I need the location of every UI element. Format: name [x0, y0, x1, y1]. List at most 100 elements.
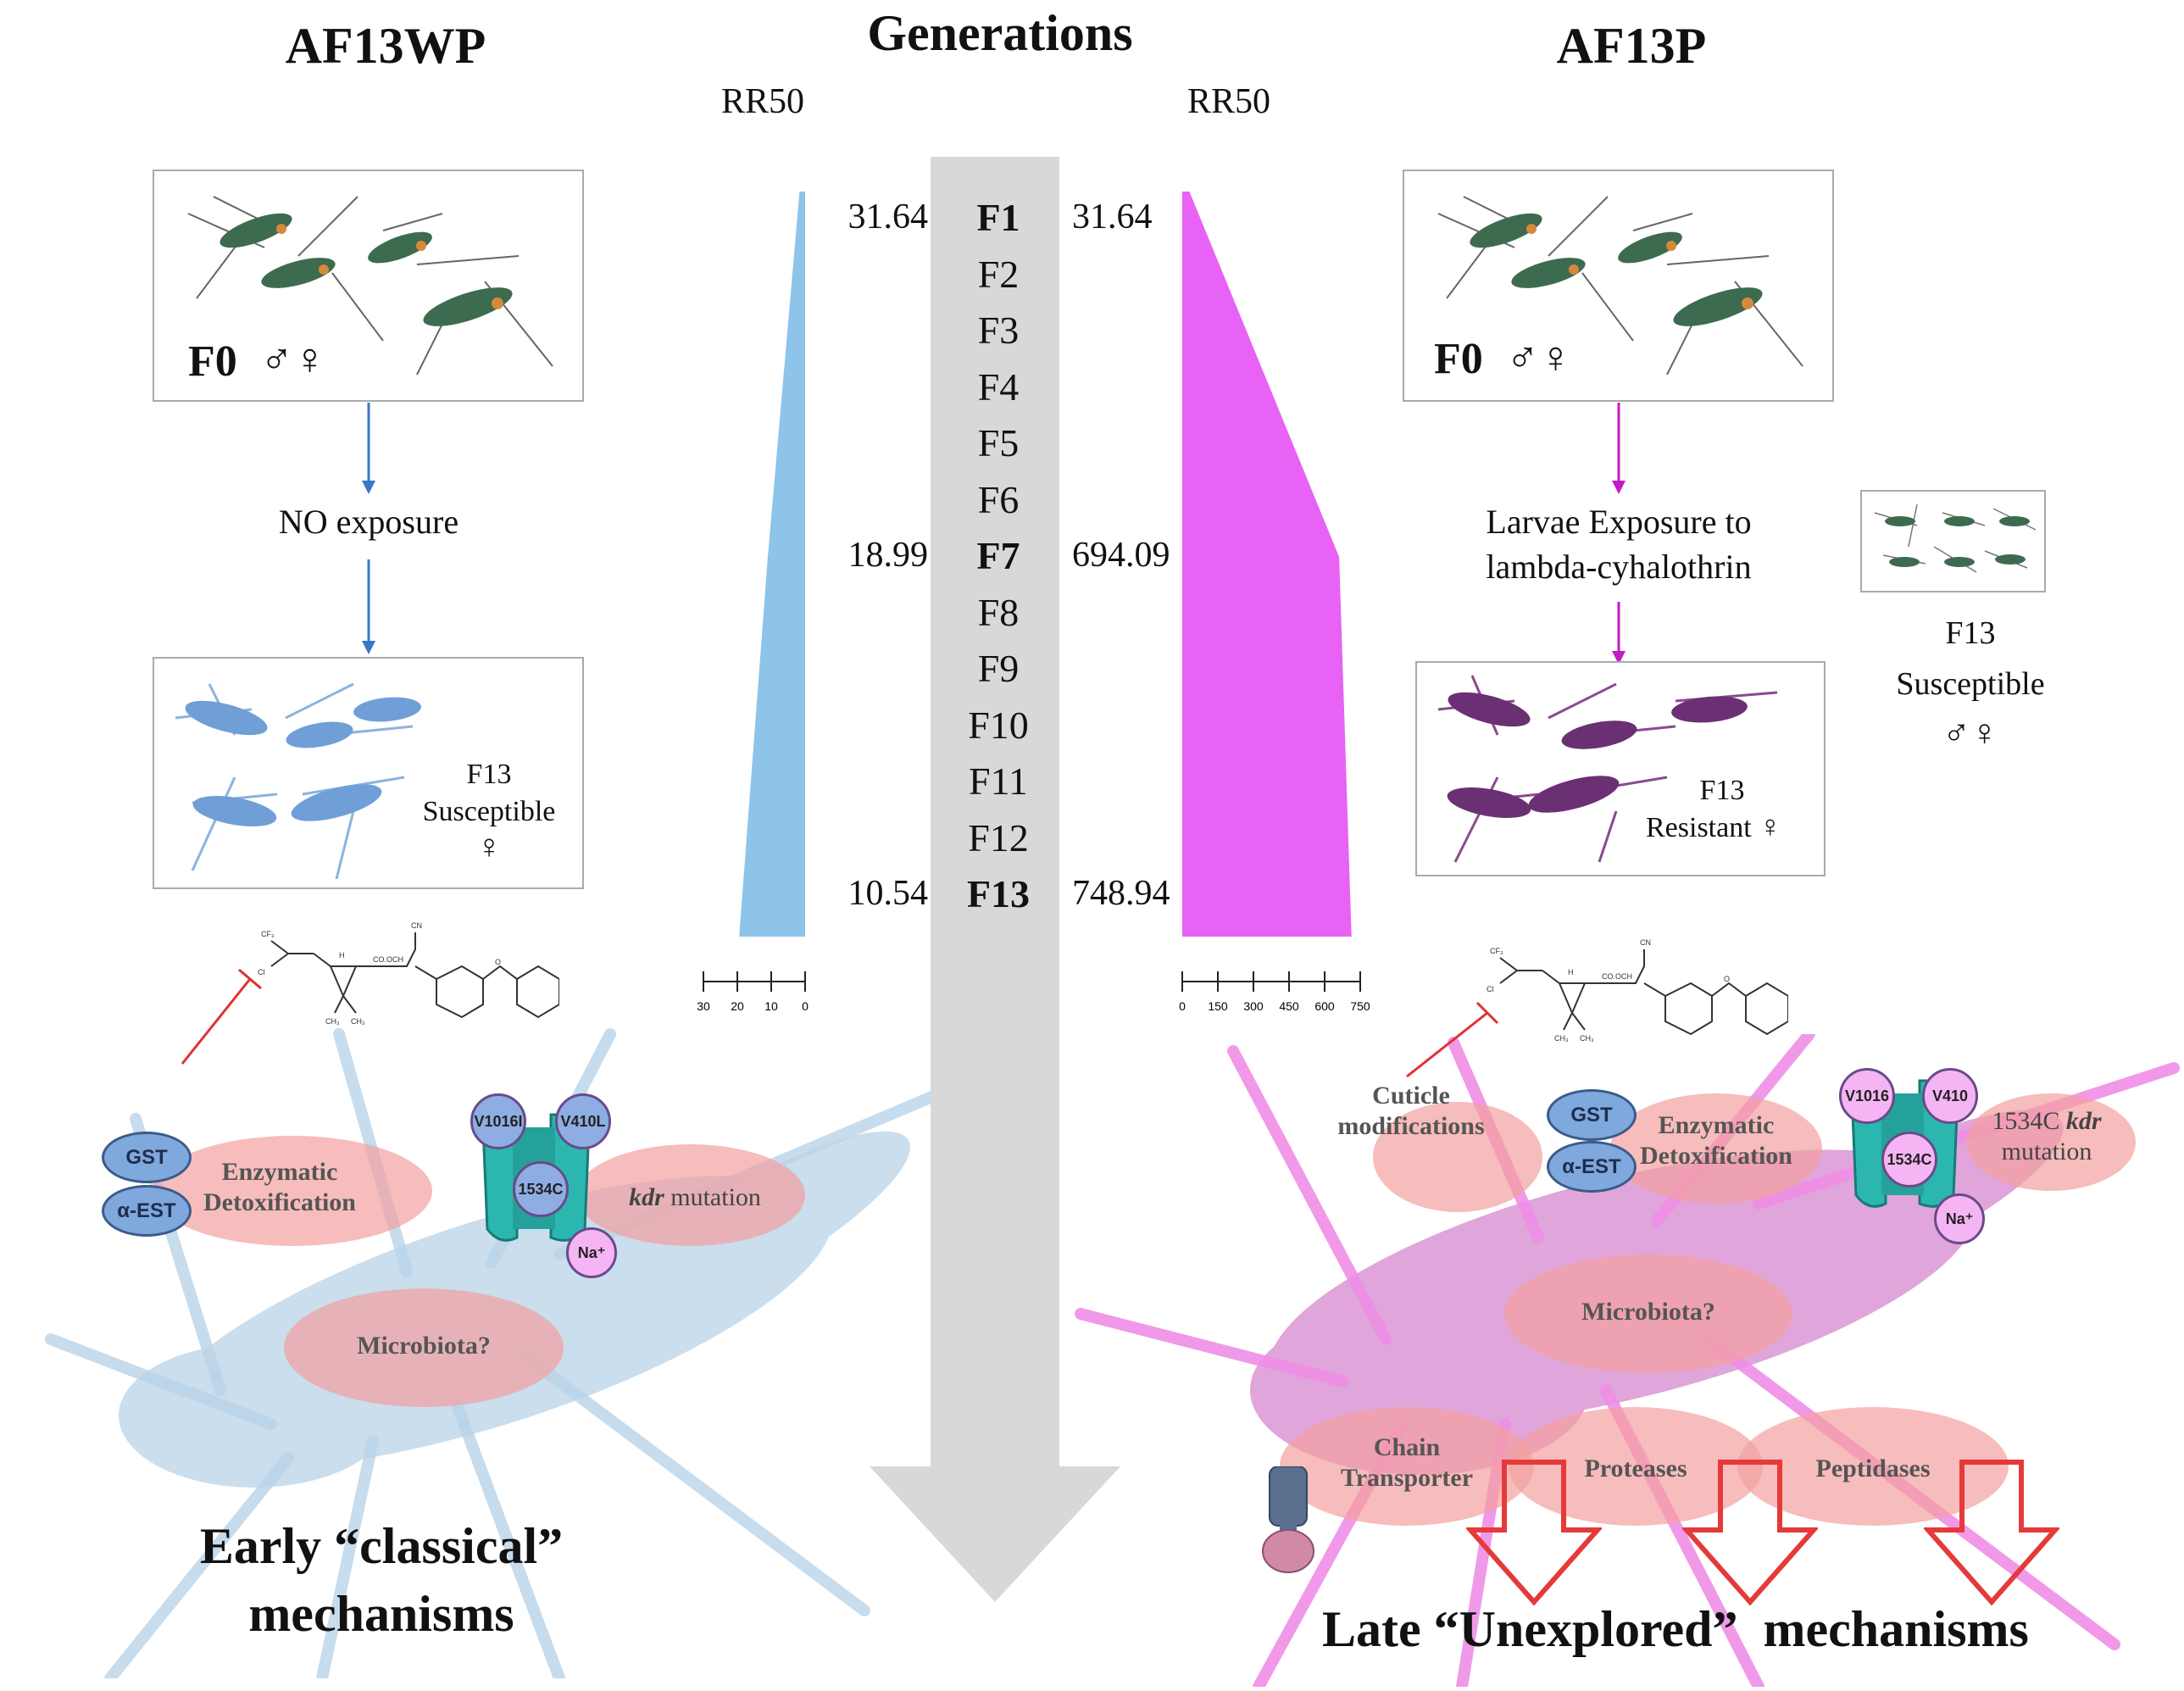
right-f0-sex-symbols: ♂♀	[1506, 333, 1572, 382]
rr50-area	[739, 192, 805, 937]
generation-label: F6	[977, 477, 1020, 521]
left-kdr-italic: kdr	[629, 1183, 664, 1211]
rr50-value-label: 694.09	[1072, 536, 1170, 575]
generation-label: F3	[977, 309, 1020, 352]
scale-tick-label: 750	[1350, 999, 1370, 1013]
right-f13-panel: F13 Resistant ♀	[1415, 661, 1826, 876]
purple-mosquito-group-image	[1437, 675, 1778, 863]
left-v1016i-mutation: V1016I	[470, 1093, 526, 1149]
left-kdr-highlight	[576, 1144, 805, 1246]
right-proteases-label: Proteases	[1584, 1455, 1687, 1482]
scale-tick-label: 10	[764, 999, 778, 1013]
left-arrow-2	[362, 559, 375, 654]
left-microbiota-highlight	[284, 1288, 564, 1407]
left-f13-status: Susceptible	[422, 796, 556, 827]
rr50-value-label: 18.99	[847, 536, 929, 575]
right-side-sex-symbols: ♂♀	[1942, 712, 1998, 754]
blue-mosquito-group-image	[175, 682, 421, 879]
generation-label: F2	[977, 252, 1020, 296]
left-caption-line2: mechanisms	[248, 1586, 514, 1642]
right-microbiota-highlight	[1504, 1254, 1792, 1373]
svg-text:CO.OCH: CO.OCH	[373, 955, 403, 964]
generation-label: F1	[976, 196, 1020, 239]
right-gst-enzyme: GST	[1547, 1089, 1637, 1141]
right-sodium-ion: Na⁺	[1934, 1193, 1985, 1244]
scale-tick-label: 450	[1279, 999, 1299, 1013]
generation-label: F13	[966, 872, 1031, 915]
left-kdr-label: kdr mutation	[610, 1182, 780, 1213]
right-kdr-italic: kdr	[2065, 1107, 2102, 1135]
svg-text:CO.OCH: CO.OCH	[1602, 972, 1632, 981]
right-down-arrow-2	[1682, 1460, 1818, 1606]
generation-label: F9	[977, 647, 1020, 690]
left-microbiota-label: Microbiota?	[357, 1332, 491, 1360]
svg-text:CH₃: CH₃	[1580, 1034, 1594, 1043]
svg-text:CF₃: CF₃	[261, 930, 275, 938]
svg-text:CH₃: CH₃	[325, 1017, 340, 1026]
right-cuticle-label: Cuticle modifications	[1337, 1082, 1485, 1140]
right-microbiota-label: Microbiota?	[1581, 1298, 1715, 1326]
left-gst-enzyme: GST	[102, 1132, 192, 1183]
right-kdr-rest: mutation	[2001, 1138, 2092, 1165]
right-title: AF13P	[1556, 18, 1707, 74]
svg-text:H: H	[339, 951, 345, 960]
right-treatment-line1: Larvae Exposure to	[1486, 503, 1752, 541]
right-chain-label: Chain Transporter	[1340, 1433, 1474, 1492]
mosquito-group-image	[187, 196, 553, 375]
right-f13-status: Resistant	[1646, 812, 1752, 843]
svg-text:H: H	[1568, 968, 1574, 976]
scale-tick-label: 30	[697, 999, 710, 1013]
left-detox-highlight	[153, 1136, 432, 1246]
right-f0-panel: F0 ♂♀	[1403, 170, 1834, 402]
right-detox-highlight	[1610, 1093, 1822, 1204]
generation-label: F5	[977, 421, 1020, 464]
right-f13-status-row: Resistant ♀	[1646, 809, 1824, 844]
scale-tick-label: 0	[1179, 999, 1186, 1013]
right-1534c-mutation: 1534C	[1881, 1132, 1937, 1188]
generation-label: F4	[977, 364, 1020, 409]
left-aest-enzyme: α-EST	[102, 1185, 192, 1237]
generation-label: F12	[968, 815, 1029, 859]
right-f13-sex-symbol: ♀	[1759, 809, 1782, 843]
right-inhibition-line	[1406, 1001, 1499, 1078]
left-title: AF13WP	[285, 18, 486, 74]
right-kdr-highlight	[1966, 1093, 2136, 1191]
svg-text:CN: CN	[1640, 938, 1651, 947]
right-rr50-label: RR50	[1186, 82, 1271, 121]
scale-tick-label: 0	[802, 999, 809, 1013]
left-f0-sex-symbols: ♂♀	[260, 335, 326, 384]
left-f0-panel: F0 ♂♀	[153, 170, 584, 402]
right-f0-label: F0	[1434, 335, 1483, 383]
right-rr50-chart	[1182, 192, 1352, 937]
right-treatment-line2: lambda-cyhalothrin	[1486, 548, 1752, 586]
right-side-panel	[1860, 490, 2046, 592]
right-side-status: Susceptible	[1896, 666, 2045, 702]
scale-tick-label: 20	[731, 999, 744, 1013]
svg-text:CF₃: CF₃	[1490, 947, 1503, 955]
left-rr50-scale: 30 20 10 0	[697, 971, 809, 1013]
right-down-arrow-3	[1924, 1460, 2059, 1606]
right-f13-label: F13	[1699, 775, 1745, 806]
left-caption-line1: Early “classical”	[199, 1518, 564, 1574]
right-v1016-mutation: V1016	[1839, 1068, 1895, 1124]
scale-tick-label: 150	[1208, 999, 1228, 1013]
right-detox-label: Enzymatic Detoxification	[1640, 1111, 1792, 1170]
left-f13-panel: F13 Susceptible ♀	[153, 657, 584, 889]
scale-tick-label: 300	[1243, 999, 1264, 1013]
svg-text:CH₃: CH₃	[351, 1017, 365, 1026]
left-arrow-1	[362, 403, 375, 494]
left-inhibition-line	[181, 968, 262, 1065]
right-kdr-prefix: 1534C	[1992, 1107, 2066, 1135]
left-kdr-rest: mutation	[664, 1183, 761, 1211]
svg-text:Cl: Cl	[1487, 985, 1494, 993]
left-sodium-ion: Na⁺	[566, 1227, 617, 1278]
right-down-arrow-1	[1466, 1460, 1602, 1606]
right-transporter-icon	[1262, 1466, 1314, 1573]
right-aest-enzyme: α-EST	[1547, 1141, 1637, 1193]
left-1534c-mutation: 1534C	[513, 1161, 569, 1217]
left-detox-label: Enzymatic Detoxification	[203, 1158, 356, 1216]
svg-text:O: O	[495, 958, 501, 966]
